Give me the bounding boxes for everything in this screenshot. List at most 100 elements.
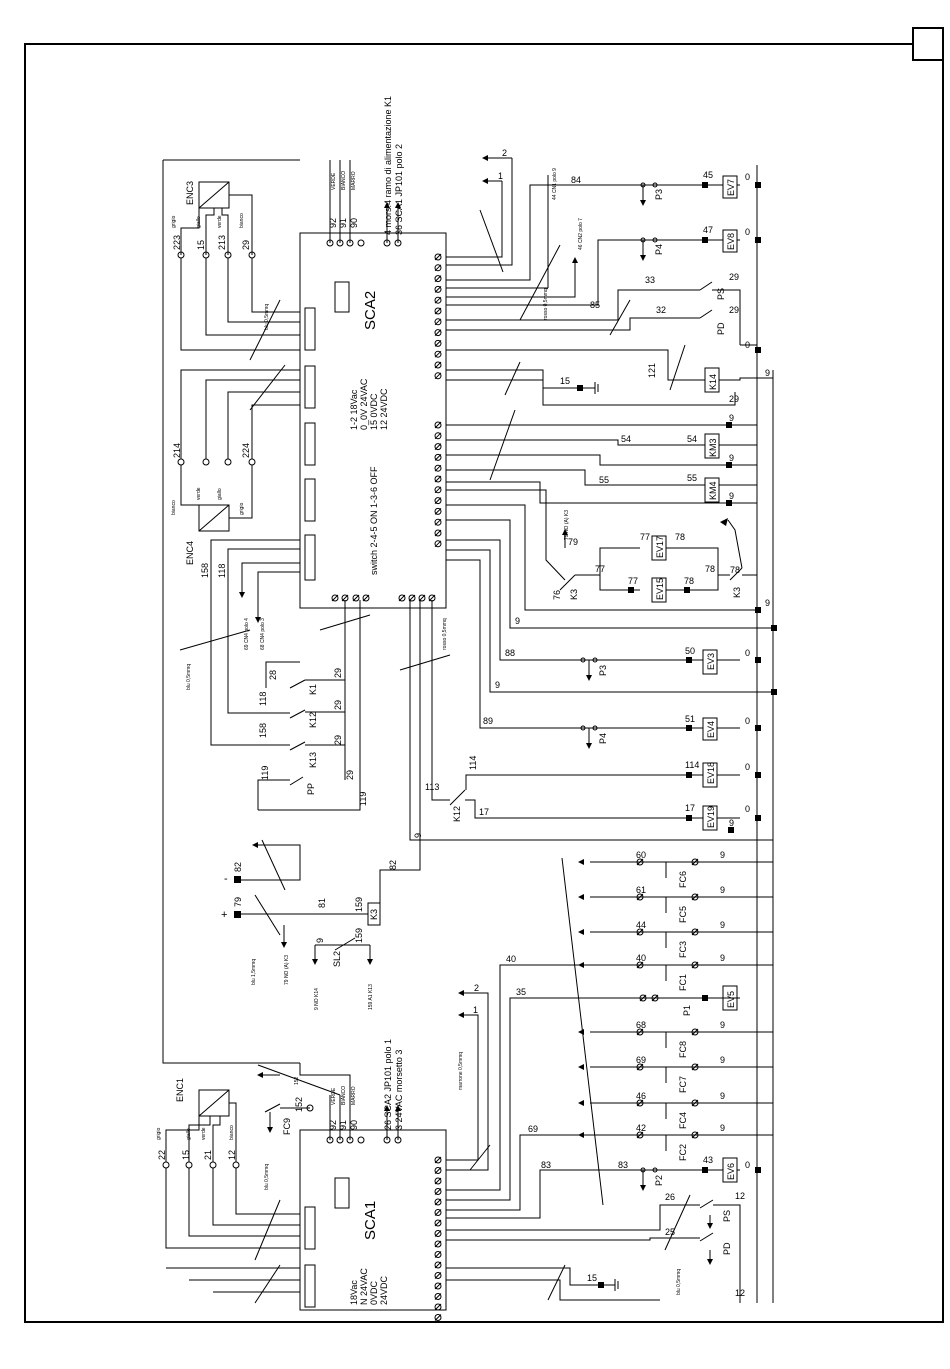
svg-text:152: 152 xyxy=(294,1076,300,1085)
screw-slot xyxy=(434,1156,442,1164)
svg-text:0: 0 xyxy=(745,648,750,658)
svg-text:0: 0 xyxy=(745,172,750,182)
svg-text:EV15: EV15 xyxy=(655,578,665,600)
svg-text:blu 0,5mmq: blu 0,5mmq xyxy=(676,1269,682,1295)
svg-text:K3: K3 xyxy=(369,909,379,920)
sca2-supply-3: 15 0VDC xyxy=(369,393,379,430)
enc3-terminals xyxy=(177,251,256,259)
svg-text:29: 29 xyxy=(729,272,739,282)
svg-text:224: 224 xyxy=(241,443,251,458)
svg-text:blu 0,5mmq: blu 0,5mmq xyxy=(264,304,270,330)
svg-text:213: 213 xyxy=(217,235,227,250)
svg-text:29: 29 xyxy=(345,770,355,780)
wire-number: 9 xyxy=(720,885,725,895)
screw-slot xyxy=(434,253,442,261)
svg-text:44 CN1 polo 9: 44 CN1 polo 9 xyxy=(552,168,558,200)
svg-text:26 SCA2 JP101 polo 1: 26 SCA2 JP101 polo 1 xyxy=(383,1039,393,1130)
screw-slot xyxy=(398,594,406,602)
svg-text:69: 69 xyxy=(528,1124,538,1134)
arrow-icon xyxy=(578,1064,584,1070)
svg-text:9: 9 xyxy=(765,368,770,378)
svg-text:0VDC: 0VDC xyxy=(369,1280,379,1305)
screw-slot xyxy=(636,858,644,866)
svg-text:114: 114 xyxy=(685,760,699,770)
svg-text:12: 12 xyxy=(735,1288,745,1298)
svg-text:0: 0 xyxy=(745,762,750,772)
sca2-right-terminals xyxy=(434,253,442,548)
svg-text:29: 29 xyxy=(241,240,251,250)
km4-coil xyxy=(704,477,720,503)
svg-text:79 NO (A) K3: 79 NO (A) K3 xyxy=(564,510,570,540)
screw-slot xyxy=(691,858,699,866)
screw-slot xyxy=(691,1131,699,1139)
screw-terminal xyxy=(434,1156,442,1164)
sca2-jp-blocks xyxy=(304,281,350,581)
svg-text:77: 77 xyxy=(640,532,650,542)
svg-text:15: 15 xyxy=(587,1273,597,1283)
screw-slot xyxy=(434,1282,442,1290)
screw-slot xyxy=(362,594,370,602)
screw-terminal xyxy=(434,1240,442,1248)
screw-slot xyxy=(434,486,442,494)
svg-text:9: 9 xyxy=(729,453,734,463)
sca2-supply-4: 12 24VDC xyxy=(379,388,389,430)
screw-terminal xyxy=(434,540,442,548)
screw-terminal xyxy=(434,475,442,483)
screw-slot xyxy=(434,1314,442,1321)
screw-terminal xyxy=(691,893,699,901)
screw-terminal xyxy=(434,307,442,315)
svg-text:40: 40 xyxy=(506,954,516,964)
screw-terminal xyxy=(434,339,442,347)
svg-text:ENC4: ENC4 xyxy=(185,541,195,565)
fc9-label: FC9 xyxy=(282,1118,292,1135)
svg-text:0: 0 xyxy=(745,1160,750,1170)
svg-text:81: 81 xyxy=(317,898,327,908)
svg-text:36 SCA1 JP101 polo 2: 36 SCA1 JP101 polo 2 xyxy=(394,144,404,235)
screw-terminal xyxy=(434,518,442,526)
screw-terminal xyxy=(636,1063,644,1071)
screw-terminal xyxy=(434,453,442,461)
svg-text:verde: verde xyxy=(201,1127,207,1140)
screw-slot xyxy=(434,454,442,461)
sca1-board xyxy=(299,1129,447,1311)
svg-text:90: 90 xyxy=(349,1120,359,1130)
wire-number: 69 xyxy=(636,1055,646,1065)
svg-text:9: 9 xyxy=(729,413,734,423)
svg-text:15: 15 xyxy=(181,1150,191,1160)
ev6-valve xyxy=(722,1157,738,1183)
svg-text:9: 9 xyxy=(515,616,520,626)
svg-text:15: 15 xyxy=(560,376,570,386)
limit-switch-label: FC2 xyxy=(678,1144,688,1161)
svg-text:54: 54 xyxy=(621,434,631,444)
svg-text:EV18: EV18 xyxy=(706,762,716,784)
svg-text:EV17: EV17 xyxy=(655,536,665,558)
svg-text:9: 9 xyxy=(495,680,500,690)
screw-slot xyxy=(434,1209,442,1216)
screw-slot xyxy=(434,508,442,515)
screw-slot xyxy=(691,1099,699,1107)
screw-terminal xyxy=(434,432,442,440)
wire-number: 9 xyxy=(720,1055,725,1065)
screw-slot xyxy=(352,594,360,602)
svg-text:89: 89 xyxy=(483,716,493,726)
k3-coil xyxy=(367,902,381,926)
screw-slot xyxy=(434,1251,442,1258)
svg-text:79: 79 xyxy=(233,897,243,907)
ev4-valve xyxy=(702,717,718,741)
km3-coil xyxy=(704,433,720,459)
wire-number: 61 xyxy=(636,885,646,895)
svg-text:18Vac: 18Vac xyxy=(349,1280,359,1305)
screw-slot xyxy=(434,1230,442,1237)
svg-text:29: 29 xyxy=(729,305,739,315)
screw-terminal xyxy=(434,1188,442,1195)
screw-terminal xyxy=(434,296,442,304)
svg-text:0: 0 xyxy=(745,804,750,814)
screw-terminal xyxy=(691,1028,699,1036)
screw-slot xyxy=(434,1177,442,1185)
svg-text:51: 51 xyxy=(685,714,695,724)
svg-text:29: 29 xyxy=(333,668,343,678)
sca2-switch-label: switch 2-4-5 ON 1-3-6 OFF xyxy=(369,466,379,575)
screw-slot xyxy=(636,928,644,936)
screw-terminal xyxy=(434,1198,442,1206)
ev18-valve xyxy=(702,762,718,788)
